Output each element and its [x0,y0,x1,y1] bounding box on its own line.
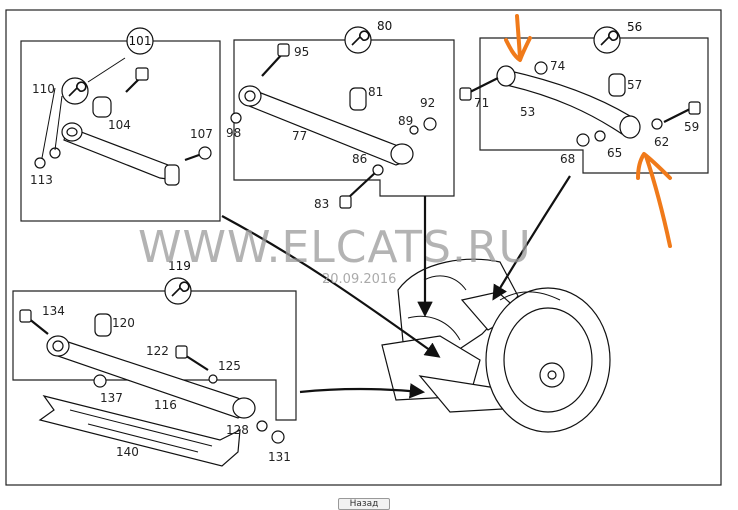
wrench-icon [164,277,192,305]
part-128: 128 [226,423,249,437]
date-stamp: 20.09.2016 [322,272,396,287]
part-83: 83 [314,197,329,211]
watermark: WWW.ELCATS.RU [138,222,532,273]
part-137: 137 [100,391,123,405]
part-95: 95 [294,45,309,59]
part-107: 107 [190,127,213,141]
part-65: 65 [607,146,622,160]
orange-arrow-icon [636,152,672,248]
wrench-icon [593,26,621,54]
group-101: 101 110 104 107 113 [20,27,221,222]
outer-frame [5,9,722,486]
part-59: 59 [684,120,699,134]
part-140: 140 [116,445,139,459]
part-131: 131 [268,450,291,464]
part-92: 92 [420,96,435,110]
group-80: 80 95 81 98 77 92 89 86 83 [226,19,455,211]
part-116: 116 [154,398,177,412]
part-125: 125 [218,359,241,373]
wrench-icon [61,77,89,105]
part-53: 53 [520,105,535,119]
part-89: 89 [398,114,413,128]
group-119: 119 134 120 122 125 137 116 128 140 131 [12,259,297,467]
part-134: 134 [42,304,65,318]
group-56-label: 56 [627,20,642,34]
part-110: 110 [32,82,55,96]
part-74: 74 [550,59,565,73]
group-119-label: 119 [168,259,191,273]
back-button[interactable]: Назад [338,498,390,510]
part-57: 57 [627,78,642,92]
group-56: 56 74 57 71 53 59 62 68 65 [459,20,709,174]
part-98: 98 [226,126,241,140]
part-68: 68 [560,152,575,166]
group-101-label: 101 [129,34,152,48]
part-81: 81 [368,85,383,99]
connector-arrows [221,175,571,399]
group-80-label: 80 [377,19,392,33]
part-71: 71 [474,96,489,110]
part-62: 62 [654,135,669,149]
wrench-icon [344,26,372,54]
part-122: 122 [146,344,169,358]
rear-axle-assembly [381,258,611,433]
part-77: 77 [292,129,307,143]
part-104: 104 [108,118,131,132]
part-120: 120 [112,316,135,330]
part-86: 86 [352,152,367,166]
part-113: 113 [30,173,53,187]
orange-arrow-icon [504,14,532,62]
